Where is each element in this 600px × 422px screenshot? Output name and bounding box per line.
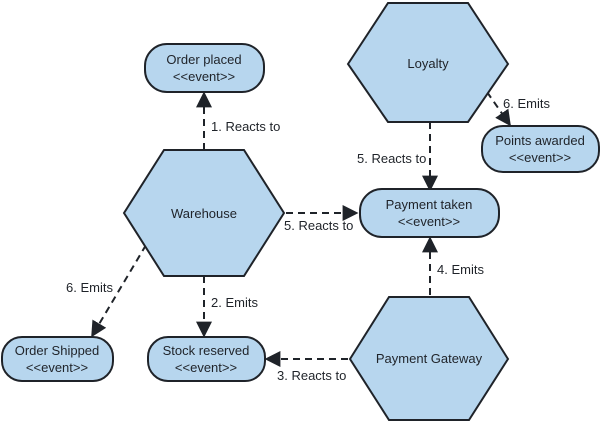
payment-gateway-label: Payment Gateway	[376, 351, 483, 366]
stock-reserved-name: Stock reserved	[163, 343, 250, 358]
event-points-awarded: Points awarded <<event>>	[481, 125, 600, 173]
edge-label-5-warehouse: 5. Reacts to	[284, 218, 353, 233]
edge-label-3: 3. Reacts to	[277, 368, 346, 383]
order-shipped-stereotype: <<event>>	[26, 360, 88, 375]
connector-warehouse-to-order-shipped	[91, 244, 147, 338]
edge-label-6-loyalty: 6. Emits	[503, 96, 550, 111]
event-payment-taken: Payment taken <<event>>	[359, 188, 500, 238]
points-awarded-stereotype: <<event>>	[509, 150, 571, 165]
service-payment-gateway: Payment Gateway	[348, 296, 510, 421]
stock-reserved-pill	[147, 336, 266, 382]
event-order-shipped: Order Shipped <<event>>	[1, 336, 114, 382]
points-awarded-name: Points awarded	[495, 133, 585, 148]
stock-reserved-stereotype: <<event>>	[175, 360, 237, 375]
order-placed-name: Order placed	[166, 52, 241, 67]
payment-gateway-hexagon	[348, 296, 510, 421]
edge-label-1: 1. Reacts to	[211, 119, 280, 134]
points-awarded-pill	[481, 125, 600, 173]
event-stock-reserved: Stock reserved <<event>>	[147, 336, 266, 382]
edge-label-4: 4. Emits	[437, 262, 484, 277]
warehouse-hexagon	[122, 149, 286, 277]
warehouse-label: Warehouse	[171, 206, 237, 221]
service-loyalty: Loyalty	[346, 2, 510, 123]
service-warehouse: Warehouse	[122, 149, 286, 277]
payment-taken-stereotype: <<event>>	[398, 214, 460, 229]
edge-labels: 1. Reacts to 2. Emits 3. Reacts to 4. Em…	[66, 96, 550, 383]
edge-label-2: 2. Emits	[211, 295, 258, 310]
order-shipped-pill	[1, 336, 114, 382]
loyalty-hexagon	[346, 2, 510, 123]
event-order-placed: Order placed <<event>>	[144, 43, 265, 93]
edge-label-5-loyalty: 5. Reacts to	[357, 151, 426, 166]
edge-label-6-warehouse: 6. Emits	[66, 280, 113, 295]
payment-taken-name: Payment taken	[386, 197, 473, 212]
order-placed-pill	[144, 43, 265, 93]
connectors	[91, 91, 511, 367]
loyalty-label: Loyalty	[407, 56, 449, 71]
connector-loyalty-to-points-awarded	[486, 91, 511, 127]
order-shipped-name: Order Shipped	[15, 343, 100, 358]
payment-taken-pill	[359, 188, 500, 238]
order-placed-stereotype: <<event>>	[173, 69, 235, 84]
